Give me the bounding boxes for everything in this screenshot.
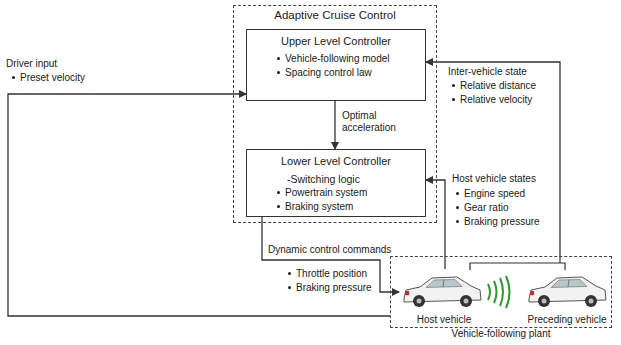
controller-box: Lower Level Controller -Switching logicPo…	[246, 149, 426, 217]
bullet-dot	[277, 71, 280, 74]
preceding-car	[529, 277, 606, 307]
signal-arrow	[262, 217, 399, 292]
signal-arrow	[334, 101, 335, 149]
vehicle-node: Host vehicle	[399, 269, 489, 327]
bullet-item: Powertrain system	[255, 186, 417, 200]
bullet-dot	[277, 205, 280, 208]
signal-label: Dynamic control commands	[268, 244, 391, 256]
signal-arrow	[8, 94, 390, 316]
signal-item: Preset velocity	[12, 72, 85, 84]
signal-item: Gear ratio	[456, 202, 508, 214]
bullet-dot	[288, 286, 291, 289]
radar-waves	[488, 276, 510, 308]
signal-item: Braking pressure	[456, 216, 540, 228]
bullet-dot	[12, 76, 15, 79]
signal-item: Engine speed	[456, 188, 525, 200]
bullet-dot	[452, 84, 455, 87]
vehicle-label: Preceding vehicle	[517, 314, 617, 326]
plant-boundary: Vehicle-following plantHost vehiclePrece…	[390, 256, 612, 328]
controller-box: Upper Level ControllerVehicle-following …	[246, 29, 426, 101]
bullet-item: Spacing control law	[255, 66, 417, 80]
vehicle-node: Preceding vehicle	[521, 269, 613, 327]
bullet-dot	[452, 98, 455, 101]
signal-item: Throttle position	[288, 268, 367, 280]
signal-item: Relative velocity	[452, 94, 532, 106]
host-car	[404, 277, 481, 307]
bullet-dot	[456, 220, 459, 223]
signal-label: Optimal acceleration	[342, 110, 412, 134]
controller-title: Lower Level Controller	[255, 154, 417, 169]
vehicle-label: Host vehicle	[395, 314, 493, 326]
signal-item: Relative distance	[452, 80, 536, 92]
signal-label: Host vehicle states	[452, 173, 536, 185]
controller-title: Upper Level Controller	[255, 34, 417, 49]
signal-item: Braking pressure	[288, 282, 372, 294]
boundary-title: Vehicle-following plant	[391, 328, 611, 340]
signal-arrow	[426, 62, 560, 256]
bullet-dot	[277, 191, 280, 194]
signal-label: Driver input	[6, 58, 57, 70]
bullet-item: Vehicle-following model	[255, 52, 417, 66]
bullet-dot	[288, 272, 291, 275]
bullet-dot	[456, 206, 459, 209]
sensor-bracket	[470, 256, 565, 270]
bullet-dot	[456, 192, 459, 195]
bullet-dot	[277, 57, 280, 60]
signal-label: Inter-vehicle state	[448, 66, 527, 78]
controller-subtitle: -Switching logic	[255, 172, 417, 186]
boundary-title: Adaptive Cruise Control	[234, 9, 436, 21]
bullet-item: Braking system	[255, 200, 417, 214]
